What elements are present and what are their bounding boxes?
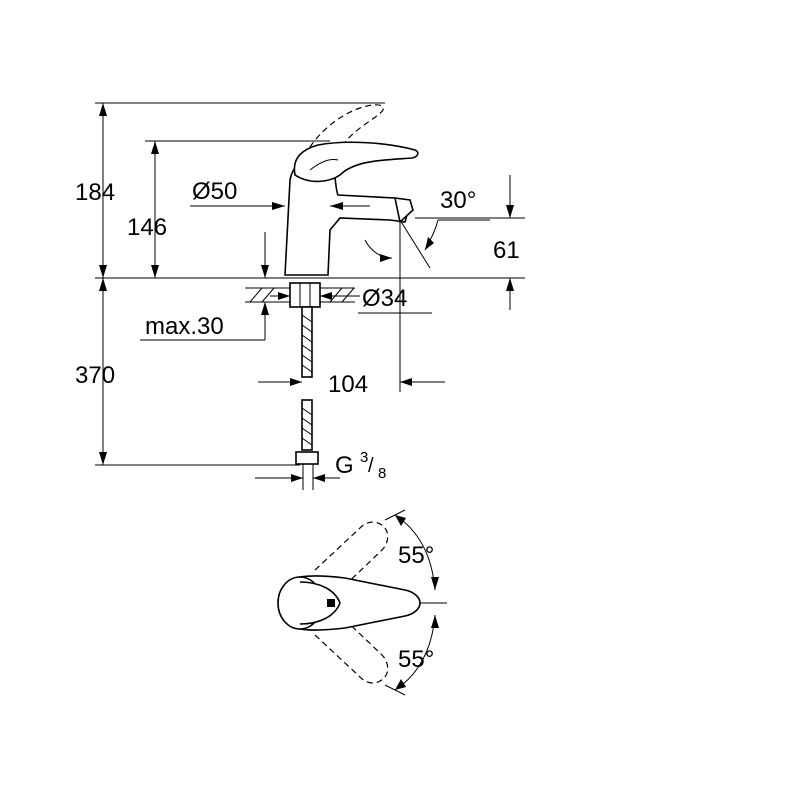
label-g38-prefix: G bbox=[335, 452, 354, 479]
label-370: 370 bbox=[75, 362, 115, 389]
dimension-61 bbox=[415, 175, 525, 310]
label-d34: Ø34 bbox=[362, 285, 407, 312]
label-104: 104 bbox=[328, 371, 368, 398]
lever-cap bbox=[299, 581, 341, 625]
fixing-nut bbox=[289, 282, 321, 308]
label-g38-denominator: 8 bbox=[378, 465, 386, 482]
label-30deg: 30° bbox=[440, 187, 476, 214]
lever bbox=[293, 141, 419, 183]
dimension-max30 bbox=[140, 232, 269, 341]
label-55deg-top: 55° bbox=[398, 542, 434, 569]
lever-detail bbox=[309, 159, 339, 171]
supply-hose bbox=[295, 306, 319, 490]
dimension-d50 bbox=[190, 202, 370, 210]
label-61: 61 bbox=[493, 237, 520, 264]
top-view bbox=[277, 521, 447, 684]
label-max30: max.30 bbox=[145, 313, 224, 340]
lever-rotated-up bbox=[314, 521, 389, 591]
label-146: 146 bbox=[127, 214, 167, 241]
label-55deg-bottom: 55° bbox=[398, 646, 434, 673]
dimension-d34 bbox=[270, 292, 432, 314]
spout-outlet bbox=[393, 197, 414, 224]
lever-raised-outline bbox=[299, 104, 384, 176]
label-d50: Ø50 bbox=[192, 178, 237, 205]
dimension-55deg-bottom bbox=[384, 614, 439, 696]
lever-rotated-down bbox=[314, 614, 389, 684]
dimension-370 bbox=[95, 278, 300, 466]
label-g38-numerator: 3 bbox=[360, 449, 368, 466]
indicator-mark bbox=[327, 599, 335, 607]
dimension-g38 bbox=[255, 474, 340, 482]
dimension-184 bbox=[99, 103, 107, 278]
label-g38-slash: / bbox=[368, 455, 374, 477]
dimension-104 bbox=[258, 268, 445, 392]
dimension-55deg-top bbox=[384, 509, 439, 591]
dimension-146 bbox=[151, 141, 159, 278]
label-184: 184 bbox=[75, 179, 115, 206]
dimension-30deg bbox=[364, 219, 490, 269]
